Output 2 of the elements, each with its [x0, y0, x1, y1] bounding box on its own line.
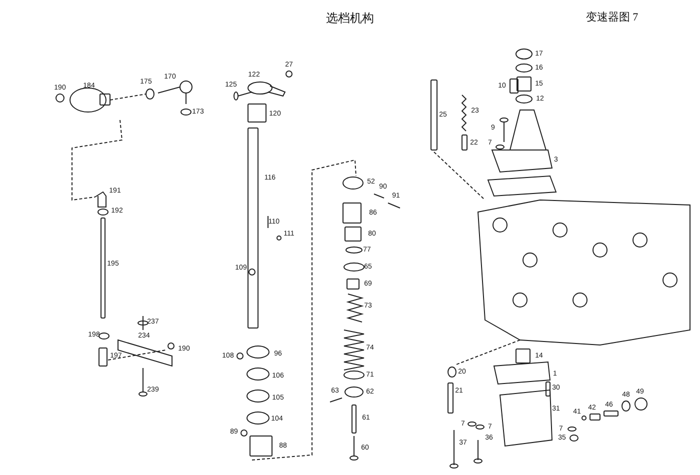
figure-heading: 变速器图 7 [586, 12, 638, 24]
diagram-title: 选档机构 [326, 12, 374, 24]
